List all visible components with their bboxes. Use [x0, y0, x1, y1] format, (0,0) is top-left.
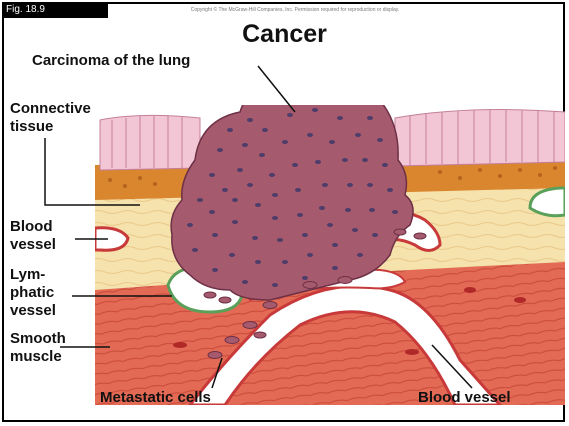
label-blood-vessel-line1: Blood — [10, 218, 53, 235]
label-metastatic-cells: Metastatic cells — [100, 389, 211, 406]
tumor-mass — [171, 71, 413, 300]
label-smooth-muscle-line2: muscle — [10, 348, 62, 365]
label-lymphatic-line1: Lym- — [10, 266, 45, 283]
label-carcinoma: Carcinoma of the lung — [32, 52, 190, 69]
epithelium-left — [100, 115, 200, 170]
label-connective-line1: Connective — [10, 100, 91, 117]
label-blood-vessel-line2: vessel — [10, 236, 56, 253]
label-lymphatic-line3: vessel — [10, 302, 56, 319]
epithelium-right — [395, 110, 565, 166]
label-lymphatic-line2: phatic — [10, 284, 54, 301]
label-smooth-muscle-line1: Smooth — [10, 330, 66, 347]
label-blood-vessel-bottom: Blood vessel — [418, 389, 511, 406]
label-connective-line2: tissue — [10, 118, 53, 135]
